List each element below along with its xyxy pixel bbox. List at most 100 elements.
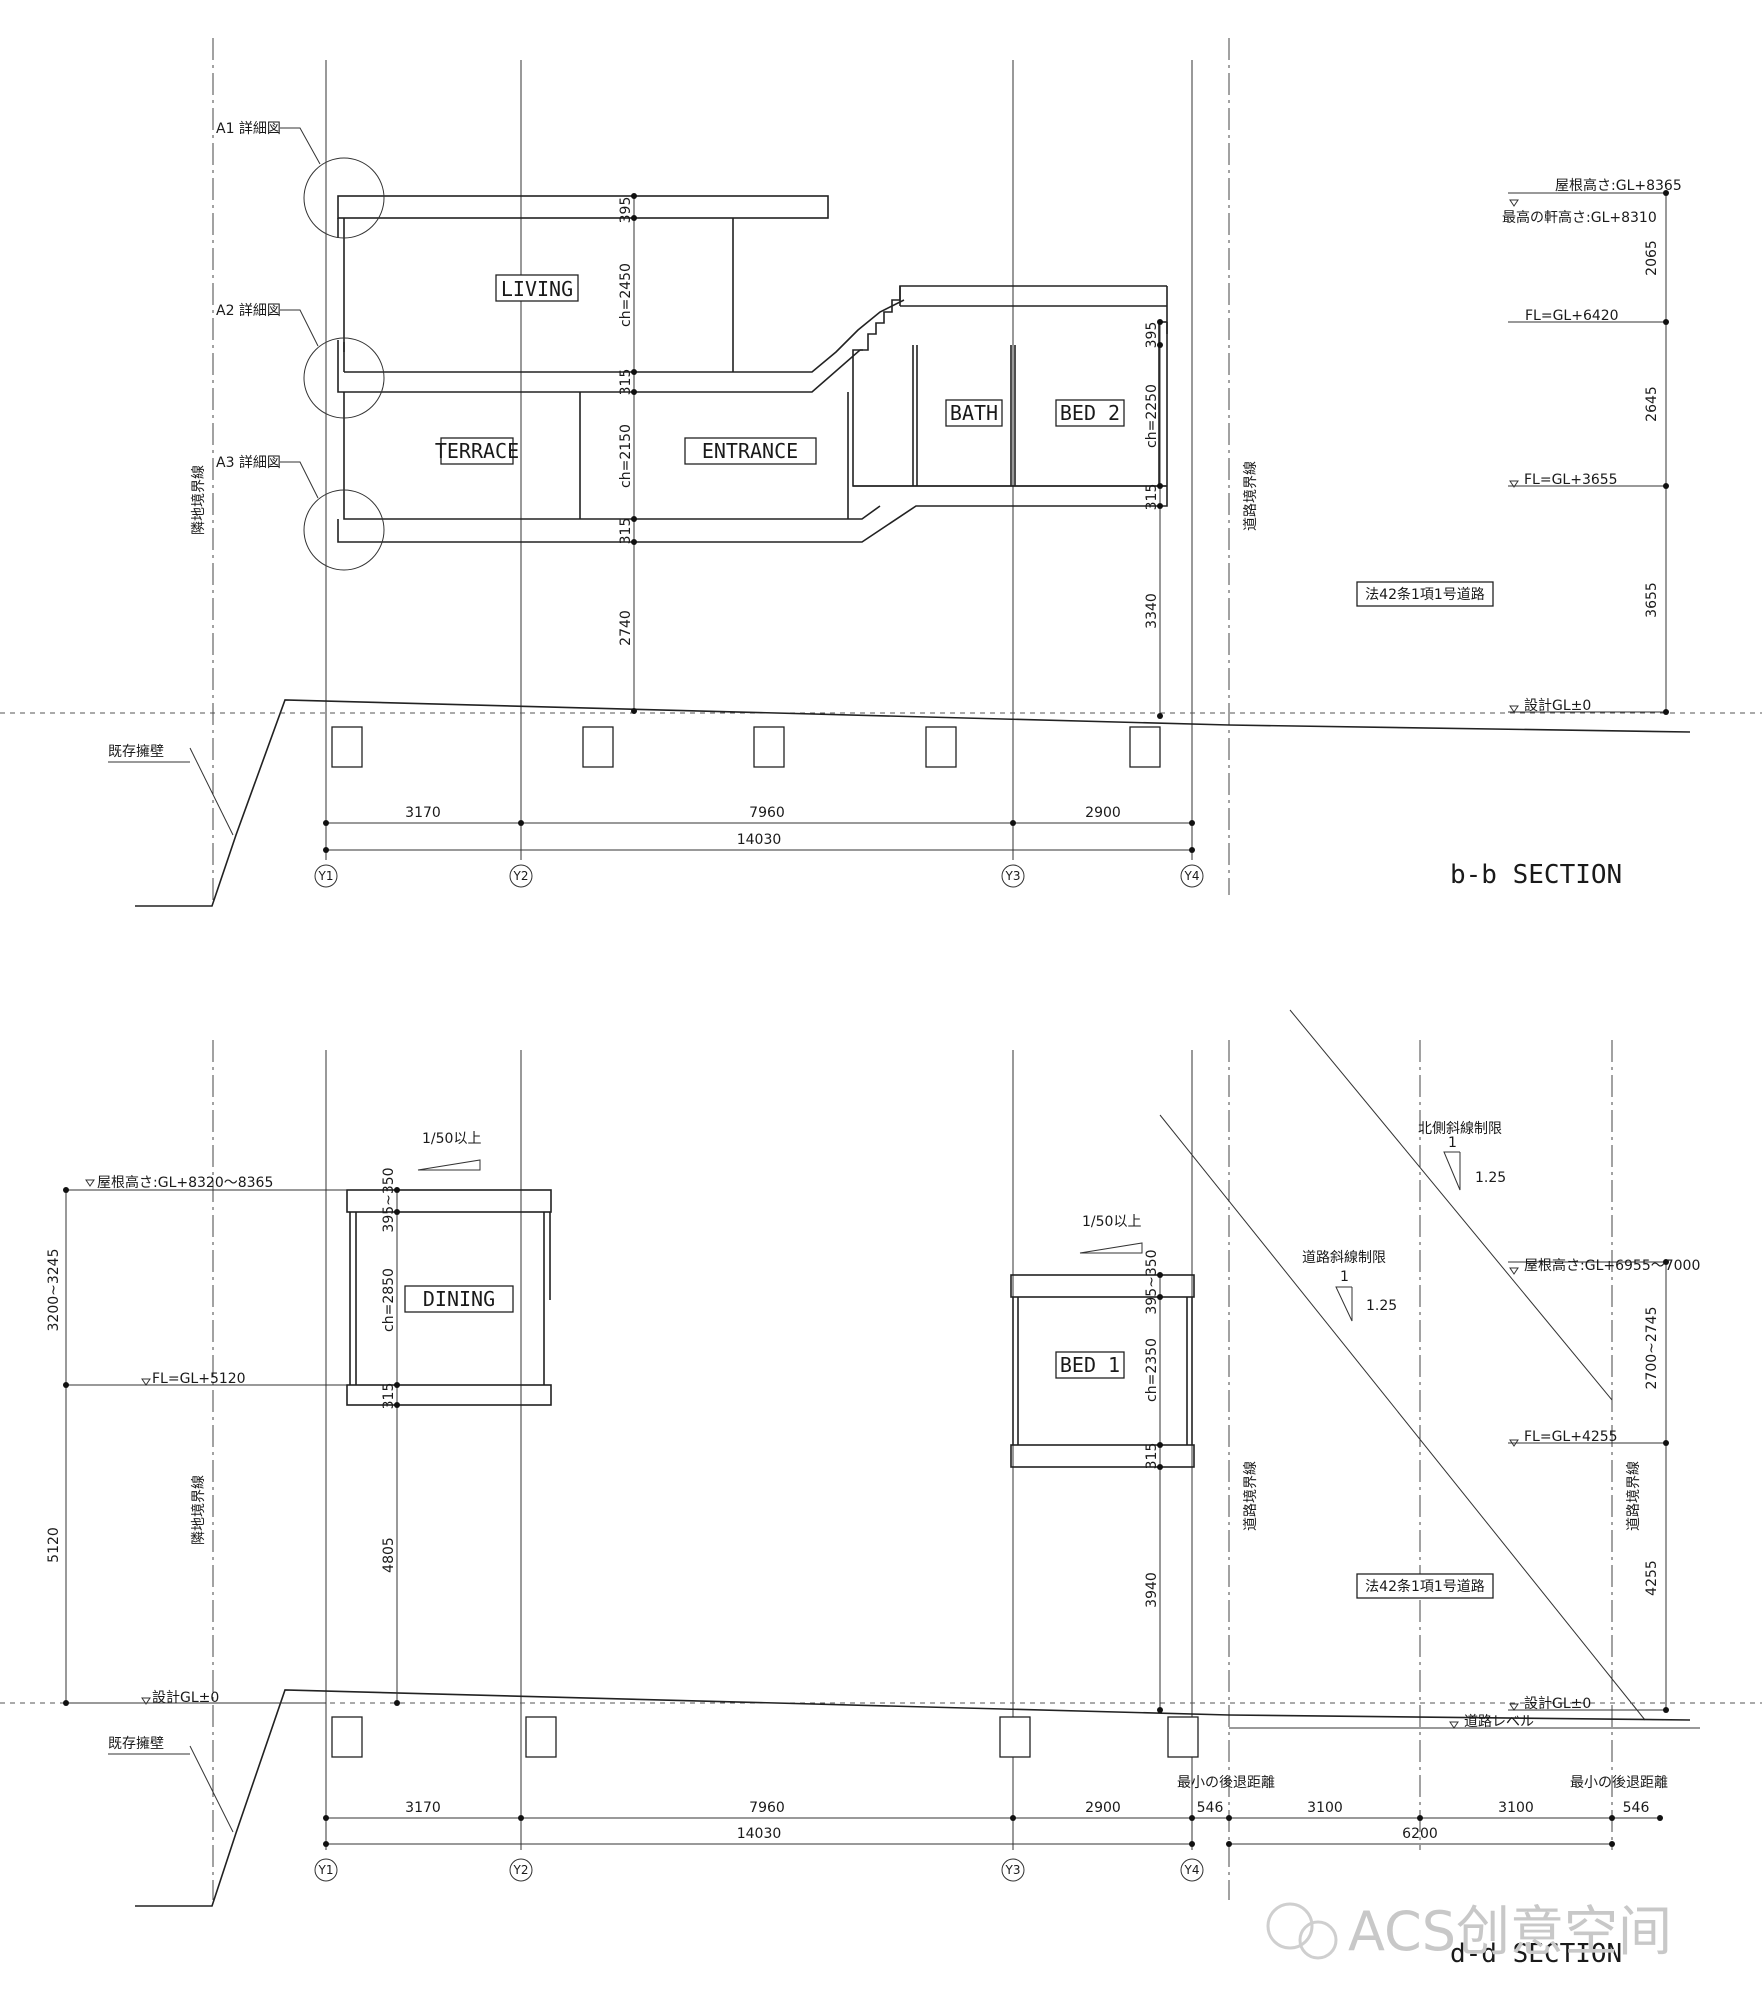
level-roof-height-left: 屋根高さ:GL+8320～8365 [97, 1174, 273, 1191]
road-label: 法42条1項1号道路 [1365, 1578, 1485, 1595]
dim-tick [394, 1209, 400, 1215]
road-setback-line [1159, 1114, 1646, 1721]
footing [1167, 1716, 1199, 1758]
slope-label-dining: 1/50以上 [422, 1131, 481, 1147]
detail-callout-a3: A3 詳細図 [216, 455, 281, 471]
dim-text: ch=2350 [1144, 1338, 1160, 1402]
north-setback-label: 北側斜線制限 [1418, 1121, 1502, 1137]
dim-tick [1157, 319, 1163, 325]
grid-bubble [509, 1858, 533, 1882]
dim-text: 4255 [1644, 1560, 1660, 1596]
level-markers-left [63, 1179, 347, 1706]
dim-text: 3170 [405, 805, 441, 821]
dim-tick [394, 1382, 400, 1388]
dim-tick [631, 369, 637, 375]
retaining-wall-label: 既存擁壁 [108, 744, 164, 760]
dim-text: ch=2850 [381, 1268, 397, 1332]
room-box [440, 437, 514, 465]
retaining-wall-leader [189, 747, 234, 836]
room-label-dining: DINING [423, 1287, 495, 1311]
section-title-bb: b-b SECTION [1450, 860, 1622, 890]
section-title-dd: d-d SECTION [1450, 1939, 1622, 1969]
bed1-volume [1010, 1274, 1195, 1468]
room-box [495, 274, 579, 302]
road-setback-one: 1 [1340, 1269, 1349, 1285]
slope-indicator [417, 1159, 481, 1171]
level-gl-left: 設計GL±0 [152, 1690, 219, 1706]
level-fl-left: FL=GL+5120 [152, 1371, 246, 1387]
dim-text: 14030 [737, 1826, 782, 1842]
watermark: ACS创意空间 [1266, 1900, 1672, 1963]
retaining-wall-label: 既存擁壁 [108, 1736, 164, 1752]
grid-label: Y1 [318, 1863, 334, 1877]
horizontal-dims [323, 1815, 1663, 1847]
dim-text: 315 [618, 518, 634, 545]
north-setback-line [1289, 1009, 1613, 1401]
detail-circle-a2 [303, 337, 385, 419]
dim-text: 6200 [1402, 1826, 1438, 1842]
grid-label: Y4 [1184, 869, 1200, 883]
level-gl-right: 設計GL±0 [1524, 1696, 1591, 1712]
dim-text: 4805 [381, 1537, 397, 1573]
grid-bubble [1001, 864, 1025, 888]
dim-text: 3100 [1498, 1800, 1534, 1816]
detail-leader-a3 [280, 461, 319, 499]
room-label-living: LIVING [501, 277, 573, 301]
level-road: 道路レベル [1464, 1714, 1534, 1730]
dim-text: ch=2150 [618, 424, 634, 488]
footing [331, 726, 363, 768]
dim-text: 3655 [1644, 582, 1660, 618]
dim-text: 7960 [749, 1800, 785, 1816]
dim-tick [394, 1700, 400, 1706]
dim-tick [631, 708, 637, 714]
dim-text: ch=2450 [618, 263, 634, 327]
dim-tick [1157, 1707, 1163, 1713]
slope-label-bed1: 1/50以上 [1082, 1214, 1141, 1230]
grid-bubble [314, 1858, 338, 1882]
room-box [1055, 399, 1125, 427]
watermark-chat-icon [1298, 1920, 1338, 1960]
watermark-text: ACS创意空间 [1348, 1900, 1672, 1963]
building-outline [337, 195, 1168, 543]
dim-text: 2900 [1085, 805, 1121, 821]
dim-text: 7960 [749, 805, 785, 821]
dim-tick [1157, 503, 1163, 509]
dim-tick [631, 193, 637, 199]
grid-label: Y3 [1005, 1863, 1021, 1877]
dim-text: 546 [1623, 1800, 1650, 1816]
dim-tick [1157, 1294, 1163, 1300]
grid-label: Y4 [1184, 1863, 1200, 1877]
footing [582, 726, 614, 768]
dim-text: 315 [1144, 484, 1160, 511]
dim-text: 2700~2745 [1644, 1307, 1660, 1390]
dim-text: 395~350 [1144, 1249, 1160, 1314]
grid-bubble [1180, 864, 1204, 888]
dim-text: 315 [381, 1383, 397, 1410]
retaining-wall-leader [189, 1745, 234, 1833]
dim-text: 2645 [1644, 386, 1660, 422]
road-boundary-label-right: 道路境界線 [1626, 1461, 1642, 1531]
room-label-terrace: TERRACE [435, 439, 519, 463]
horizontal-dims [323, 820, 1195, 853]
ground-profile [135, 699, 1691, 907]
room-box [1055, 1351, 1125, 1379]
dim-tick [1157, 1442, 1163, 1448]
detail-leader-a1 [280, 127, 321, 165]
dim-tick [1157, 483, 1163, 489]
level-markers-right [1229, 1259, 1700, 1729]
detail-leader-a2 [280, 309, 319, 347]
dim-text: 5120 [46, 1527, 62, 1563]
grid-bubble [1001, 1858, 1025, 1882]
footing [999, 1716, 1031, 1758]
grid-bubble [1180, 1858, 1204, 1882]
road-setback-triangle [1335, 1286, 1353, 1322]
dim-tick [631, 389, 637, 395]
dim-text: 395 [1144, 322, 1160, 349]
dim-text: 2740 [618, 610, 634, 646]
level-fl-right: FL=GL+4255 [1524, 1429, 1618, 1445]
dim-text: 395~350 [381, 1167, 397, 1232]
dim-tick [1157, 713, 1163, 719]
footing [1129, 726, 1161, 768]
dim-tick [631, 516, 637, 522]
